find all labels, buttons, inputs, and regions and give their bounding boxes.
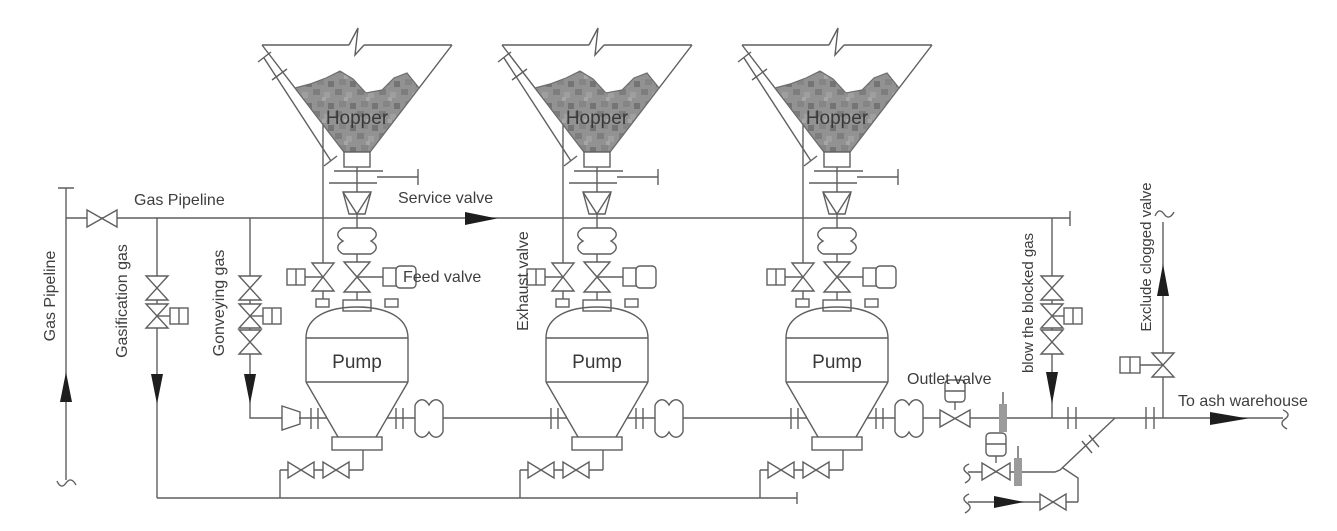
reducer-icon <box>281 405 301 431</box>
valve-icon <box>144 275 170 301</box>
exclude-clogged-line <box>1119 210 1176 418</box>
flow-arrow-down-icon <box>1046 372 1058 404</box>
pipe-break-icon <box>963 463 971 484</box>
conveying-gas-line <box>237 218 301 431</box>
label-outlet-valve: Outlet valve <box>907 371 992 388</box>
pipe-break-icon <box>1281 409 1289 430</box>
label-blow-blocked-gas: blow the blocked gas <box>1020 233 1037 373</box>
actuated-valve-icon <box>1119 352 1176 378</box>
bypass-branch <box>963 417 1116 514</box>
actuated-valve-icon <box>237 303 282 329</box>
station-3 <box>737 27 933 499</box>
pump-1-label: Pump <box>332 352 382 373</box>
valve-icon <box>1039 329 1065 355</box>
pipe-break-icon <box>963 493 971 514</box>
flow-arrow-right-icon <box>465 212 497 225</box>
hopper-1-label: Hopper <box>326 108 389 129</box>
label-feed-valve: Feed valve <box>403 269 481 286</box>
gate-valve-icon <box>86 208 118 229</box>
label-gas-pipeline-horizontal: Gas Pipeline <box>134 192 225 209</box>
pump-2-label: Pump <box>572 352 622 373</box>
valve-icon <box>1039 492 1067 512</box>
pipe-break-icon <box>1154 210 1175 218</box>
actuated-valve-icon <box>981 432 1011 482</box>
valve-icon <box>237 329 263 355</box>
pump-3-label: Pump <box>812 352 862 373</box>
service-gas-line <box>66 208 1071 229</box>
valve-icon <box>237 275 263 301</box>
outlet-valve-icon <box>939 379 971 429</box>
label-exclude-clogged-valve: Exclude clogged valve <box>1138 182 1155 331</box>
flow-arrow-up-icon <box>60 372 72 402</box>
injection-lance-icon <box>1014 446 1022 486</box>
label-service-valve: Service valve <box>398 190 493 207</box>
actuated-valve-icon <box>144 303 189 329</box>
flow-arrow-right-icon <box>1210 412 1248 425</box>
pipe-break-icon <box>56 479 77 487</box>
flange-coupling-icon <box>1081 434 1100 454</box>
ash-conveying-line <box>443 407 1289 430</box>
flange-coupling-icon <box>1067 407 1155 429</box>
flow-arrow-right-icon <box>994 496 1024 508</box>
label-gas-pipeline-vertical: Gas Pipeline <box>42 251 59 342</box>
label-exhaust-valve: Exhaust valve <box>515 231 532 331</box>
flow-arrow-down-icon <box>151 374 163 404</box>
label-gasification-gas: Gasification gas <box>114 244 131 358</box>
valve-icon <box>1039 275 1065 301</box>
gasification-gas-line <box>144 218 189 498</box>
hopper-3-label: Hopper <box>806 108 869 129</box>
actuated-valve-icon <box>1039 303 1083 329</box>
hopper-2-label: Hopper <box>566 108 629 129</box>
gas-pipeline-main <box>56 187 77 487</box>
drain-header-line <box>157 492 798 504</box>
flow-arrow-down-icon <box>244 374 256 404</box>
blow-blocked-gas-line <box>1039 218 1083 418</box>
injection-lance-icon <box>999 392 1007 432</box>
label-to-ash-warehouse: To ash warehouse <box>1178 393 1308 410</box>
label-conveying-gas: Gonveying gas <box>211 250 228 357</box>
flow-arrow-up-icon <box>1157 264 1169 296</box>
